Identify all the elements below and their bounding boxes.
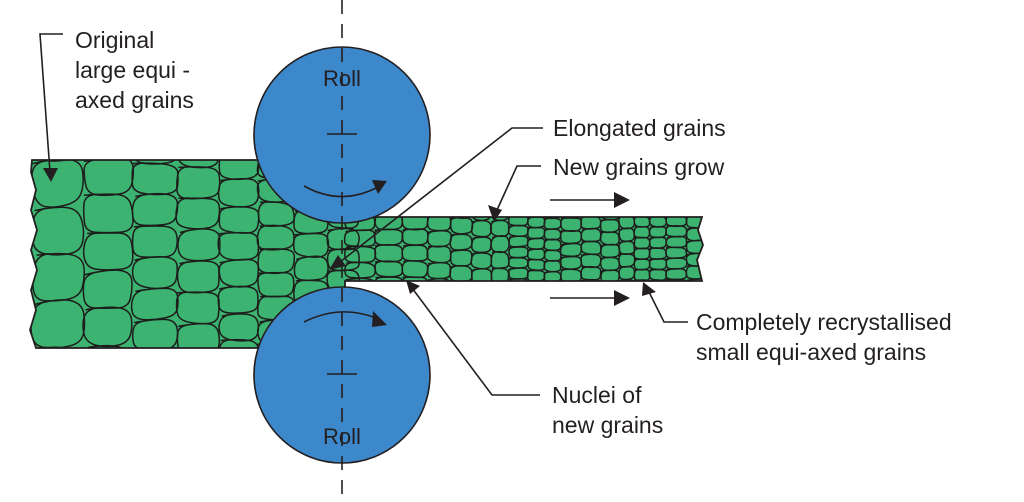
grain xyxy=(131,318,179,348)
grain xyxy=(490,283,510,302)
grain xyxy=(176,260,220,294)
top-roll-rotation-arrow xyxy=(303,185,377,198)
grain xyxy=(471,236,492,254)
grain xyxy=(633,204,651,218)
label-nuclei-1: Nuclei of xyxy=(552,382,642,408)
grain xyxy=(131,192,179,227)
grain xyxy=(685,201,703,216)
motion-arrow-bottom xyxy=(550,290,630,306)
callout-recrystallised: Completely recrystallised small equi-axe… xyxy=(642,282,952,365)
thick-slab xyxy=(29,159,704,349)
bottom-roll-rotation-arrow xyxy=(303,311,377,323)
grain xyxy=(449,233,473,251)
grain xyxy=(130,287,179,321)
callout-original-grains: Original large equi - axed grains xyxy=(39,27,194,182)
grain xyxy=(471,284,493,302)
grain xyxy=(508,235,529,248)
pointer-arrowhead-icon xyxy=(329,255,346,270)
grain xyxy=(82,344,134,348)
grain xyxy=(560,255,583,270)
grain xyxy=(82,232,134,271)
direction-arrowhead-icon xyxy=(614,192,630,208)
grain xyxy=(219,126,258,153)
grain xyxy=(648,204,668,217)
label-new-grains-grow: New grains grow xyxy=(553,154,725,180)
grain xyxy=(426,197,452,216)
pointer-arrowhead-icon xyxy=(488,205,502,222)
grain xyxy=(83,160,135,197)
grain xyxy=(449,200,473,219)
grain xyxy=(31,160,86,162)
grain xyxy=(177,355,220,386)
grain xyxy=(176,322,221,348)
label-nuclei-2: new grains xyxy=(552,412,663,438)
rotation-arrowhead-icon xyxy=(372,311,387,327)
grain xyxy=(508,203,529,216)
grain xyxy=(449,216,474,235)
grain xyxy=(559,281,582,296)
label-original-grains-2: large equi - xyxy=(75,57,190,83)
pointer-arrowhead-icon xyxy=(406,280,420,294)
grain xyxy=(218,338,260,348)
grain xyxy=(82,193,134,234)
label-recrystallised-1: Completely recrystallised xyxy=(696,309,952,335)
pointer-arrowhead-icon xyxy=(43,168,58,182)
grain xyxy=(401,244,429,262)
grain xyxy=(82,306,133,348)
pointer-arrowhead-icon xyxy=(642,282,656,296)
grain xyxy=(132,351,177,383)
grain xyxy=(618,265,636,281)
grain xyxy=(293,255,329,282)
callout-nuclei: Nuclei of new grains xyxy=(406,280,663,438)
grain xyxy=(176,166,221,200)
callout-new-grains-grow: New grains grow xyxy=(488,154,725,222)
label-original-grains-3: axed grains xyxy=(75,87,194,113)
grain xyxy=(217,285,259,314)
rotation-arrowhead-icon xyxy=(372,180,387,194)
grain xyxy=(470,252,493,270)
grain xyxy=(175,197,221,230)
direction-arrowhead-icon xyxy=(614,290,630,306)
grain xyxy=(580,202,602,217)
grain xyxy=(665,203,688,216)
grain xyxy=(526,205,546,218)
label-original-grains-1: Original xyxy=(75,27,154,53)
grain xyxy=(84,119,133,158)
callout-elongated-grains: Elongated grains xyxy=(329,115,726,270)
grain xyxy=(559,204,582,219)
label-elongated-grains: Elongated grains xyxy=(553,115,726,141)
grain xyxy=(31,346,86,348)
grain xyxy=(490,250,510,269)
label-recrystallised-2: small equi-axed grains xyxy=(696,339,926,365)
grain xyxy=(449,280,473,299)
grain xyxy=(527,280,546,293)
grain xyxy=(131,160,179,165)
grain xyxy=(177,228,221,262)
grain xyxy=(344,261,376,279)
grain xyxy=(543,281,562,294)
motion-arrow-top xyxy=(550,192,630,208)
